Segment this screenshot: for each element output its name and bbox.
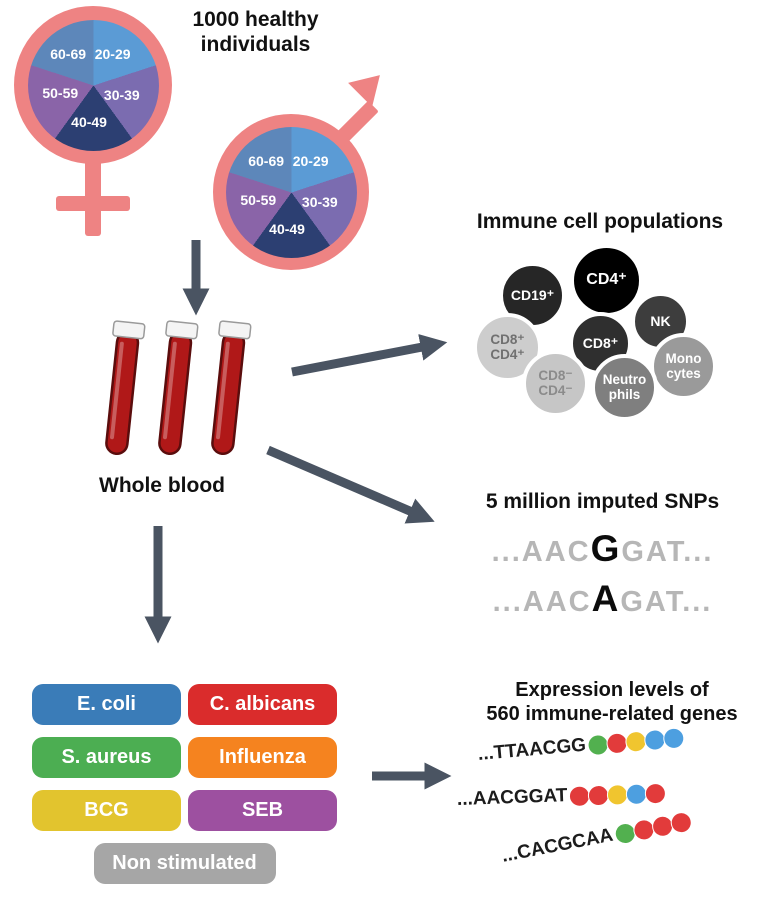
age-label-50-59: 50-59: [42, 84, 79, 101]
arrow-blood-to-snps-icon: [266, 445, 435, 524]
cell-cd4: CD4⁺: [570, 244, 643, 317]
expression-dot-red: [645, 782, 667, 804]
snp-seq-prefix: ...AAC: [491, 536, 591, 568]
age-label-20-29: 20-29: [94, 45, 131, 62]
gene-sequence: ...TTAACGG: [477, 734, 587, 765]
blood-tube-icon: [105, 320, 146, 456]
snp-seq-prefix: ...AAC: [492, 585, 592, 618]
gene-expression-row: ...AACGGAT: [457, 782, 667, 811]
cell-cd8-cd4-double-negative: CD8⁻ CD4⁻: [522, 350, 589, 417]
snp-sequence-ref: ...AACGGAT...: [450, 524, 755, 574]
stimulus-seb: SEB: [188, 790, 337, 831]
snp-sequences: ...AACGGAT... ...AACAGAT...: [450, 524, 755, 624]
gene-sequence: ...AACGGAT: [456, 785, 568, 810]
age-label-30-39: 30-39: [103, 87, 140, 104]
snps-title: 5 million imputed SNPs: [485, 490, 720, 513]
snp-variant-allele: A: [591, 577, 621, 619]
snp-seq-suffix: GAT...: [620, 585, 713, 618]
stimulus-influenza: Influenza: [188, 737, 337, 778]
age-pie-male: 20-29 30-39 40-49 50-59 60-69: [225, 126, 357, 258]
snp-sequence-alt: ...AACAGAT...: [450, 574, 755, 624]
gene-sequence: ...CACGCAA: [499, 824, 615, 867]
whole-blood-label: Whole blood: [99, 474, 225, 497]
immune-cells-title: Immune cell populations: [476, 210, 724, 233]
age-label-60-69: 60-69: [50, 45, 87, 62]
gene-expression-row: ...CACGCAA: [500, 809, 694, 867]
immune-cell-cluster: CD19⁺ NK CD4⁺ CD8⁺ CD4⁺ CD8⁺ Mono cytes …: [455, 240, 735, 432]
expression-title: Expression levels of 560 immune-related …: [486, 679, 738, 725]
stimulus-e-coli: E. coli: [32, 684, 181, 725]
blood-tube-icon: [158, 320, 199, 456]
arrow-blood-to-stimuli-icon: [144, 526, 172, 644]
expression-dots: [587, 726, 686, 756]
snp-variant-allele: G: [590, 528, 622, 569]
male-symbol: 20-29 30-39 40-49 50-59 60-69: [208, 62, 400, 280]
cohort-title: 1000 healthy individuals: [192, 8, 319, 56]
expression-dots: [612, 809, 694, 846]
age-label-30-39: 30-39: [301, 194, 338, 211]
stimulus-c-albicans: C. albicans: [188, 684, 337, 725]
age-pie-female: 20-29 30-39 40-49 50-59 60-69: [27, 19, 159, 151]
cell-neutrophils: Neutro phils: [591, 354, 658, 421]
blood-tubes: [98, 320, 252, 460]
stimulus-bcg: BCG: [32, 790, 181, 831]
age-label-40-49: 40-49: [71, 113, 107, 130]
age-label-40-49: 40-49: [269, 220, 305, 237]
arrow-stimuli-to-expression-icon: [372, 762, 452, 790]
male-symbol-arrow-head: [348, 63, 392, 107]
age-label-60-69: 60-69: [248, 152, 285, 169]
age-label-50-59: 50-59: [240, 191, 277, 208]
blood-tube-icon: [211, 320, 252, 456]
expression-dots: [569, 782, 667, 807]
expression-dot-blue: [662, 726, 686, 750]
stimulus-non-stimulated: Non stimulated: [93, 843, 276, 884]
age-label-20-29: 20-29: [292, 152, 329, 169]
arrow-cohort-to-blood-icon: [182, 240, 210, 316]
cell-monocytes: Mono cytes: [650, 333, 717, 400]
arrow-blood-to-cells-icon: [291, 334, 448, 377]
expression-dot-red: [668, 809, 694, 835]
female-symbol-crossbar: [56, 196, 130, 211]
snp-seq-suffix: GAT...: [621, 536, 714, 568]
female-symbol: 20-29 30-39 40-49 50-59 60-69: [14, 6, 184, 244]
male-symbol-arrow-shaft: [332, 100, 379, 147]
gene-expression-row: ...TTAACGG: [477, 726, 686, 766]
stimulus-s-aureus: S. aureus: [32, 737, 181, 778]
stimuli-panel: E. coli C. albicans S. aureus Influenza …: [32, 684, 337, 884]
